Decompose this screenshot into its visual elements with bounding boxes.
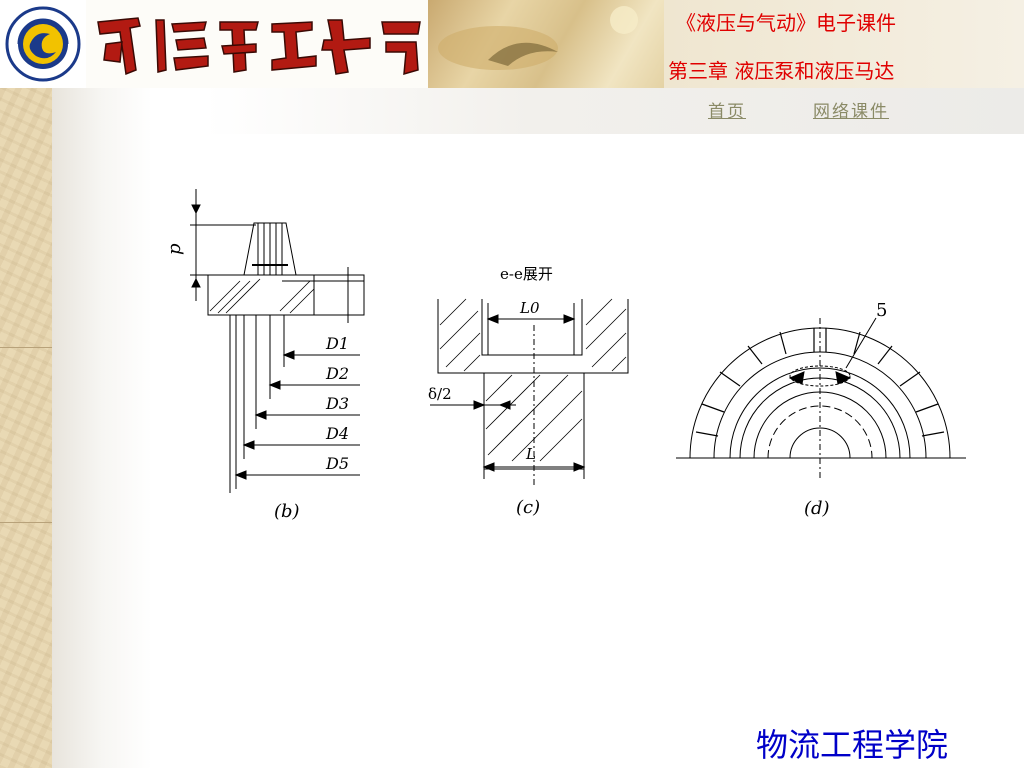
figure-b-caption: (b) <box>274 501 300 522</box>
figure-c-caption: (c) <box>516 497 540 518</box>
dim-d2-label: D2 <box>325 364 349 383</box>
calligraphy-logo <box>97 17 421 76</box>
banner-decoration <box>438 6 638 70</box>
course-title: 《液压与气动》电子课件 <box>676 11 896 35</box>
figure-c-drawing: e-e展开 L0 δ/2 L <box>416 255 648 527</box>
chapter-title: 第三章 液压泵和液压马达 <box>668 59 895 83</box>
section-label: e-e展开 <box>500 265 553 283</box>
dim-d3-label: D3 <box>325 394 349 413</box>
institute-name: 物流工程学院 <box>756 726 949 764</box>
left-shade <box>52 88 152 768</box>
strip-divider <box>0 347 52 348</box>
nav-bar <box>205 88 1024 134</box>
callout-label: 5 <box>876 300 887 321</box>
dim-delta-label: δ/2 <box>428 385 452 403</box>
header-banner: 《液压与气动》电子课件 第三章 液压泵和液压马达 <box>0 0 1024 88</box>
dim-l-label: L <box>525 445 536 463</box>
left-parchment-strip <box>0 88 52 768</box>
dim-d1-label: D1 <box>325 334 349 353</box>
figure-b-drawing: p D1 D2 D3 D4 D5 (b) <box>160 183 382 527</box>
university-name-logo <box>86 0 428 88</box>
home-link[interactable]: 首页 <box>708 102 746 122</box>
strip-divider <box>0 522 52 523</box>
figure-d-drawing: 5 (d) <box>670 292 972 528</box>
online-course-link[interactable]: 网络课件 <box>813 102 889 122</box>
figure-d-caption: (d) <box>804 498 830 519</box>
dim-d5-label: D5 <box>325 454 349 473</box>
banner-photo <box>428 0 664 88</box>
university-seal <box>0 0 87 88</box>
banner-right-panel <box>664 0 1024 88</box>
dim-d4-label: D4 <box>325 424 349 443</box>
dim-p-label: p <box>164 243 185 255</box>
university-seal-icon <box>5 6 81 82</box>
dim-l0-label: L0 <box>519 299 540 317</box>
